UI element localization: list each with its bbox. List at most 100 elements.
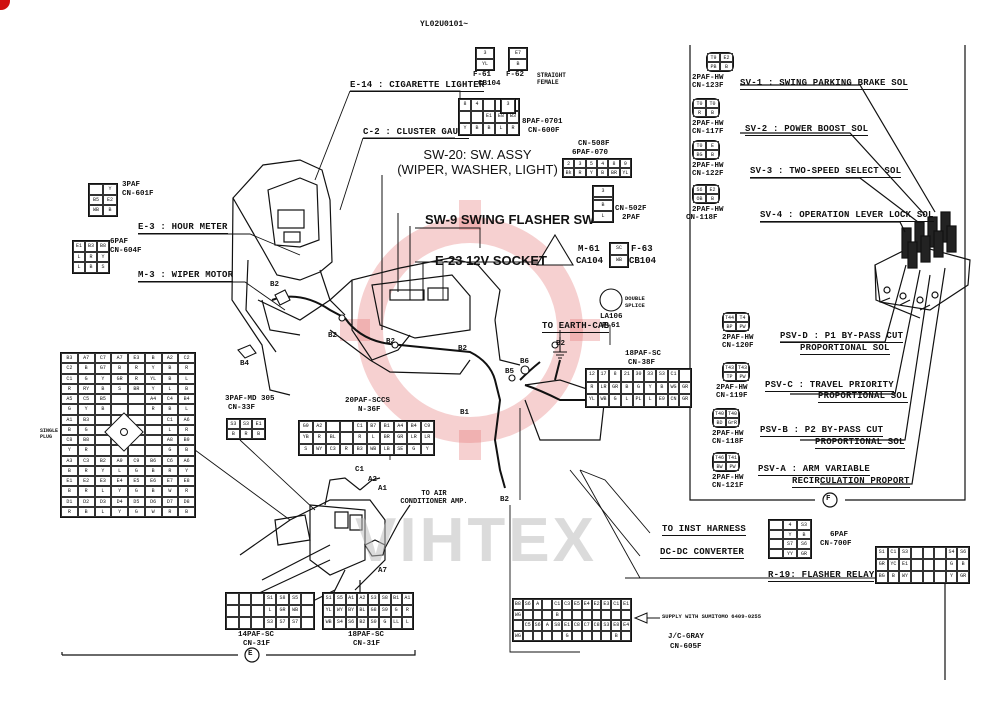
fuse-box-side-note: SINGLE PLUG bbox=[40, 428, 59, 440]
straight-female-note: STRAIGHT FEMALE bbox=[537, 72, 566, 86]
earth-icon bbox=[553, 337, 567, 359]
sv3-cn: CN-122F bbox=[692, 170, 724, 178]
f61-label: F-61 bbox=[473, 71, 492, 79]
marker-b2-mid: B2 bbox=[328, 332, 338, 340]
sv3-conn: 2PAF-HW bbox=[692, 162, 724, 170]
marker-c1: C1 bbox=[355, 466, 365, 474]
marker-b2-jc: B2 bbox=[556, 340, 566, 348]
double-splice-note: DOUBLE SPLICE bbox=[625, 295, 645, 309]
f62-label: F-62 bbox=[506, 71, 525, 79]
psvb-cn: CN-118F bbox=[712, 438, 744, 446]
psvc-label2: PROPORTIONAL SOL bbox=[818, 391, 908, 403]
cn31f-14-type: 14PAF-SC bbox=[238, 631, 275, 639]
psva-cn: CN-121F bbox=[712, 482, 744, 490]
cn502f-type: 2PAF bbox=[622, 214, 641, 222]
sv1-conn: 2PAF-HW bbox=[692, 74, 724, 82]
psvd-conn: 2PAF-HW bbox=[722, 334, 754, 342]
la106-splice bbox=[599, 288, 623, 312]
cb104-label: CB104 bbox=[478, 80, 501, 88]
cn700f-id: CN-700F bbox=[820, 540, 852, 548]
watermark-gear-icon bbox=[357, 217, 583, 443]
supply-note: SUPPLY WITH SUMITOMO 6409-0255 bbox=[662, 613, 762, 620]
to-earth-label: TO EARTH-CAB bbox=[542, 321, 610, 333]
sv4-conn: 2PAF-HW bbox=[692, 206, 724, 214]
to-air-label: TO AIR CONDITIONER AMP. bbox=[400, 490, 468, 506]
f63-label: F-63 bbox=[631, 244, 653, 254]
cab-harness bbox=[271, 175, 606, 489]
cn601f-type: 3PAF bbox=[122, 181, 141, 189]
cn700f-type: 6PAF bbox=[830, 531, 849, 539]
cn38f-type: 18PAF-SC bbox=[625, 350, 662, 358]
sv4-cn: CN-118F bbox=[686, 214, 718, 222]
marker-a7: A7 bbox=[378, 567, 388, 575]
psvb-label: PSV-B : P2 BY-PASS CUT bbox=[760, 425, 884, 437]
psvc-conn: 2PAF-HW bbox=[716, 384, 748, 392]
cn31f-18-id: CN-31F bbox=[353, 640, 381, 648]
arrow-icon bbox=[633, 612, 660, 624]
marker-b5: B5 bbox=[505, 368, 515, 376]
cn508f-type: 6PAF-070 bbox=[572, 149, 609, 157]
valve-block bbox=[740, 84, 971, 485]
sv2-cn: CN-117F bbox=[692, 128, 724, 136]
m3-label: M-3 : WIPER MOTOR bbox=[138, 270, 234, 282]
psvd-label: PSV-D : P1 BY-PASS CUT bbox=[780, 331, 904, 343]
doc-id: YL02U0101~ bbox=[420, 20, 469, 29]
marker-b2-center: B2 bbox=[386, 338, 396, 346]
sv3-label: SV-3 : TWO-SPEED SELECT SOL bbox=[750, 166, 902, 178]
cn601f-id: CN-601F bbox=[122, 190, 154, 198]
c2-label: C-2 : CLUSTER GAUGE bbox=[363, 127, 470, 139]
marker-b2-right: B2 bbox=[458, 345, 468, 353]
sv2-label: SV-2 : POWER BOOST SOL bbox=[745, 124, 869, 136]
psvd-cn: CN-120F bbox=[722, 342, 754, 350]
cn600f-id: CN-600F bbox=[528, 127, 560, 135]
m61-label: M-61 bbox=[578, 244, 600, 254]
psvd-label2: PROPORTIONAL SOL bbox=[800, 343, 890, 355]
psva-label2: RECIRCULATION PROPORT bbox=[792, 476, 910, 488]
marker-b2-low: B2 bbox=[500, 496, 510, 504]
dcdc-converter-label: DC-DC CONVERTER bbox=[660, 547, 745, 559]
sv2-conn: 2PAF-HW bbox=[692, 120, 724, 128]
marker-a2: A2 bbox=[368, 476, 378, 484]
cn31f-18-type: 18PAF-SC bbox=[348, 631, 385, 639]
ca104-label: CA104 bbox=[576, 256, 604, 266]
marker-b2-top: B2 bbox=[270, 281, 280, 289]
cn508f-id: CN-508F bbox=[578, 140, 610, 148]
sw9-label: SW-9 SWING FLASHER SW bbox=[425, 212, 595, 227]
psva-conn: 2PAF-HW bbox=[712, 474, 744, 482]
cn600f-type: 8PAF-0701 bbox=[522, 118, 563, 126]
cb104b-label: CB104 bbox=[629, 256, 657, 266]
e23-label: E-23 12V SOCKET bbox=[435, 253, 547, 268]
e3-label: E-3 : HOUR METER bbox=[138, 222, 228, 234]
cn605f-label: CN-605F bbox=[670, 643, 702, 651]
cn36f-id: N-36F bbox=[358, 406, 381, 414]
cn33f-type: 3PAF-MD 305 bbox=[225, 395, 275, 403]
corner-red-icon bbox=[0, 0, 10, 10]
e14-label: E-14 : CIGARETTE LIGHTER bbox=[350, 80, 485, 92]
cn33f-id: CN-33F bbox=[228, 404, 256, 412]
cn36f-type: 20PAF-SCCS bbox=[345, 397, 391, 405]
marker-b4: B4 bbox=[240, 360, 250, 368]
marker-b6: B6 bbox=[520, 358, 530, 366]
cn604f-type: 6PAF bbox=[110, 238, 129, 246]
sw20-label: SW-20: SW. ASSY (WIPER, WASHER, LIGHT) bbox=[397, 147, 558, 177]
cn38f-id: CN-38F bbox=[628, 359, 656, 367]
p61-label: P-61 bbox=[602, 322, 621, 330]
jc-gray-label: J/C-GRAY bbox=[668, 633, 705, 641]
